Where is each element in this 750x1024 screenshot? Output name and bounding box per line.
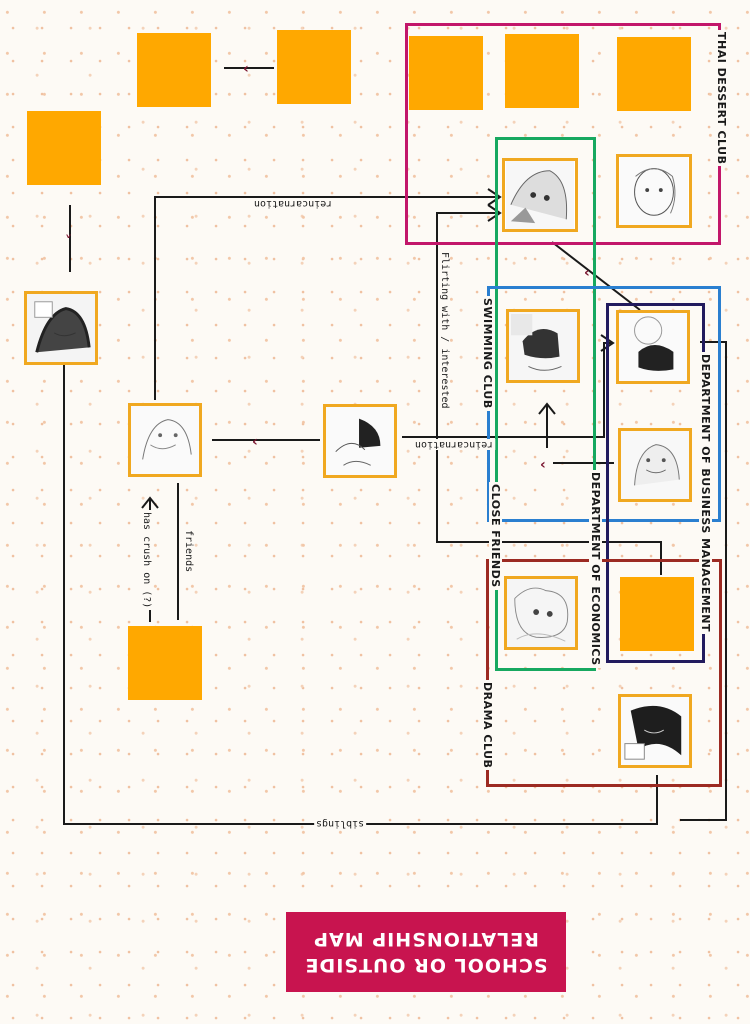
character-node-placeholder[interactable] xyxy=(128,626,202,700)
crush-arrowhead xyxy=(141,496,159,509)
business-management-label: DEPARTMENT OF BUSINESS MANAGEMENT xyxy=(699,352,712,635)
drama-club-box xyxy=(486,559,722,787)
character-node-placeholder[interactable] xyxy=(137,33,211,107)
close-friends-label: CLOSE FRIENDS xyxy=(489,482,502,590)
character-portrait[interactable] xyxy=(504,576,578,650)
has-crush-on-label: has crush on (?) xyxy=(141,510,152,611)
character-node-placeholder[interactable] xyxy=(620,577,694,651)
swimming-member-arrowhead xyxy=(538,402,556,415)
character-node-placeholder[interactable] xyxy=(505,34,579,108)
character-portrait[interactable] xyxy=(616,310,690,384)
character-portrait[interactable] xyxy=(618,428,692,502)
character-portrait[interactable] xyxy=(506,309,580,383)
heart-center-left: ‹ xyxy=(252,434,258,450)
flirting-line xyxy=(436,212,662,575)
character-portrait[interactable] xyxy=(618,694,692,768)
portrait-sketch xyxy=(326,407,394,475)
character-portrait[interactable] xyxy=(24,291,98,365)
character-portrait[interactable] xyxy=(616,154,692,228)
map-title-line-2: RELATIONSHIP MAP xyxy=(313,928,539,950)
friends-label: friends xyxy=(183,528,194,575)
map-title-line-1: SCHOOL OR OUTSIDE xyxy=(304,954,548,976)
character-portrait[interactable] xyxy=(128,403,202,477)
portrait-sketch xyxy=(27,294,95,362)
portrait-sketch xyxy=(131,406,199,474)
character-node-placeholder[interactable] xyxy=(617,37,691,111)
portrait-sketch xyxy=(620,157,688,225)
portrait-sketch xyxy=(507,579,575,647)
heart-diagonal: ‹ xyxy=(584,265,590,281)
right-border-link xyxy=(680,341,727,821)
portrait-sketch xyxy=(619,313,687,381)
economics-label: DEPARTMENT OF ECONOMICS xyxy=(589,470,602,668)
heart-left: ˅ xyxy=(65,234,72,250)
close-friends-box xyxy=(495,137,596,671)
character-portrait[interactable] xyxy=(502,158,578,232)
siblings-label: siblings xyxy=(314,818,367,829)
flirting-label: Flirting with / interested xyxy=(439,250,450,411)
reincarnation-top-line xyxy=(154,196,500,400)
portrait-sketch xyxy=(506,161,574,229)
reincarnation-top-label: reincarnation xyxy=(252,198,335,209)
diagonal-link xyxy=(551,241,641,311)
reincarnation-mid-arrowhead xyxy=(600,334,615,352)
reincarnation-top-arrowhead xyxy=(487,188,502,206)
thai-dessert-club-label: THAI DESSERT CLUB xyxy=(715,30,728,167)
map-title: SCHOOL OR OUTSIDE RELATIONSHIP MAP xyxy=(286,912,566,992)
reincarnation-mid-label: reincarnation xyxy=(413,439,496,450)
portrait-sketch xyxy=(509,312,577,380)
swimming-club-label: SWIMMING CLUB xyxy=(481,296,494,411)
drama-club-label: DRAMA CLUB xyxy=(481,680,494,771)
portrait-sketch xyxy=(621,697,689,765)
portrait-sketch xyxy=(621,431,689,499)
flirting-arrowhead xyxy=(487,204,502,222)
character-portrait[interactable] xyxy=(323,404,397,478)
character-node-placeholder[interactable] xyxy=(409,36,483,110)
character-node-placeholder[interactable] xyxy=(27,111,101,185)
heart-business: ‹ xyxy=(540,457,546,473)
heart-top-pair: ‹ xyxy=(243,61,249,77)
character-node-placeholder[interactable] xyxy=(277,30,351,104)
